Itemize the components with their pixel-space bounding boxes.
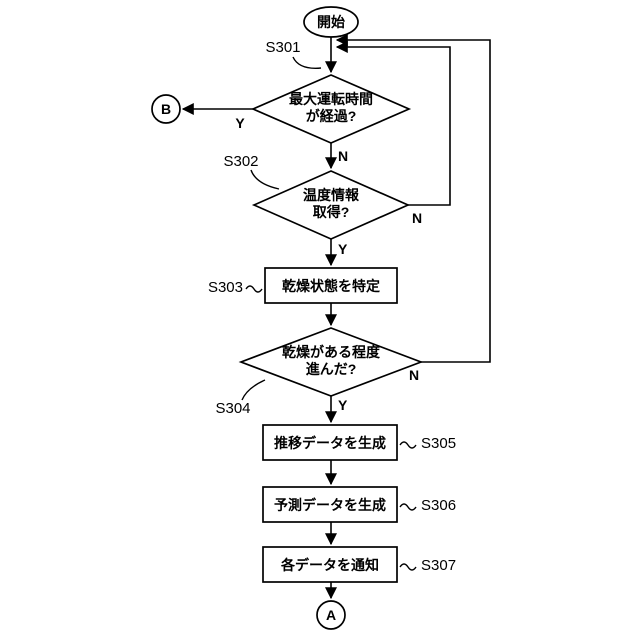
step-label-s302: S302 xyxy=(223,153,258,170)
tilde-s305 xyxy=(399,441,417,449)
connector-b xyxy=(151,94,181,124)
branch-d2-no: N xyxy=(412,210,422,226)
step-label-s305: S305 xyxy=(421,435,456,452)
connector-b-label: B xyxy=(161,101,171,117)
edge-d3-no-feedback xyxy=(335,34,491,363)
step-label-s301: S301 xyxy=(265,39,300,56)
branch-d3-no: N xyxy=(409,367,419,383)
branch-d1-yes: Y xyxy=(235,115,245,131)
step-label-s303: S303 xyxy=(208,279,243,296)
decision-dry-progress-line2: 進んだ? xyxy=(306,361,357,377)
decision-temp-info-line1: 温度情報 xyxy=(303,187,360,203)
connector-a-label: A xyxy=(326,607,336,623)
decision-max-runtime-line1: 最大運転時間 xyxy=(289,91,373,107)
step-label-s307: S307 xyxy=(421,557,456,574)
process-notify-data xyxy=(262,546,398,583)
edge-d2-no-feedback xyxy=(335,41,451,206)
branch-d1-no: N xyxy=(338,148,348,164)
decision-temp-info-line2: 取得? xyxy=(313,204,350,220)
branch-d2-yes: Y xyxy=(338,241,348,257)
step-label-s306: S306 xyxy=(421,497,456,514)
decision-max-runtime-line2: が経過? xyxy=(306,108,357,124)
process-generate-transition-data-label: 推移データを生成 xyxy=(274,435,386,451)
process-generate-transition-data xyxy=(262,424,398,461)
decision-temp-info xyxy=(251,170,411,240)
leader-s304 xyxy=(241,379,266,401)
process-notify-data-label: 各データを通知 xyxy=(280,557,379,573)
process-identify-dry-state xyxy=(264,267,398,304)
decision-dry-progress xyxy=(238,327,424,397)
tilde-s307 xyxy=(399,563,417,571)
process-generate-prediction-data-label: 予測データを生成 xyxy=(274,497,386,513)
leader-s301 xyxy=(292,56,322,69)
branch-d3-yes: Y xyxy=(338,397,348,413)
process-generate-prediction-data xyxy=(262,486,398,523)
decision-dry-progress-line1: 乾燥がある程度 xyxy=(282,344,381,360)
tilde-s306 xyxy=(399,503,417,511)
step-label-s304: S304 xyxy=(215,400,250,417)
start-terminal-label: 開始 xyxy=(317,14,345,30)
leader-s302 xyxy=(250,169,280,190)
tilde-s303 xyxy=(245,285,263,293)
process-identify-dry-state-label: 乾燥状態を特定 xyxy=(282,278,380,294)
decision-max-runtime xyxy=(250,74,412,144)
connector-a xyxy=(316,600,346,630)
start-terminal xyxy=(303,6,359,38)
